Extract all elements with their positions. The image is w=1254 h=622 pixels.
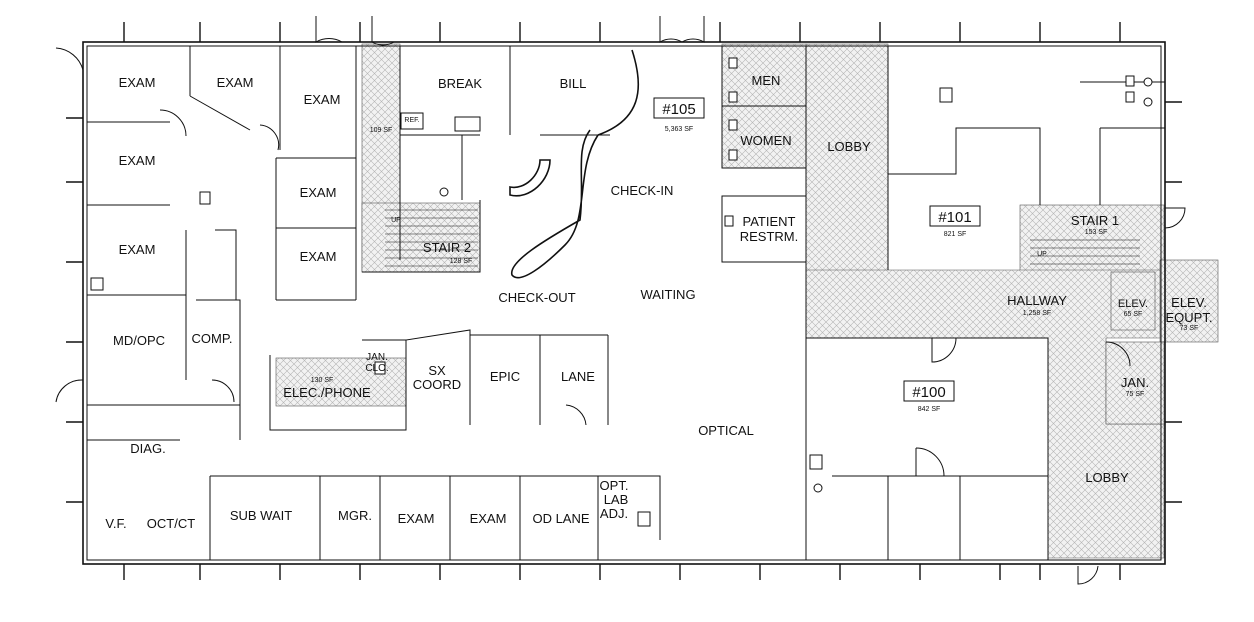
stair-treads — [385, 209, 1140, 267]
area-label-elev-equipt: 73 SF — [1180, 325, 1199, 332]
room-label-optical: OPTICAL — [698, 423, 754, 438]
room-label-patient: PATIENT — [743, 214, 796, 229]
room-label-check-in: CHECK-IN — [611, 183, 674, 198]
stair-up-mark: UP — [1037, 251, 1047, 258]
room-label-elev-equipt: ELEV. — [1171, 295, 1207, 310]
room-label-v-f: V.F. — [105, 516, 126, 531]
room-label-sub-wait: SUB WAIT — [230, 508, 292, 523]
area-label-elev: 65 SF — [1124, 311, 1143, 318]
room-label-men: MEN — [752, 73, 781, 88]
room-label-elec-phone: ELEC./PHONE — [283, 385, 371, 400]
room-label-sx-coord: SX — [428, 363, 446, 378]
room-label-stair-2: STAIR 2 — [423, 240, 471, 255]
stair-1-hatch — [1019, 204, 1165, 272]
room-label-exam: EXAM — [300, 249, 337, 264]
room-label-exam: EXAM — [300, 185, 337, 200]
room-label-jan-clo: JAN. — [366, 352, 388, 363]
room-label-hallway: HALLWAY — [1007, 293, 1067, 308]
room-label-lane: LANE — [561, 369, 595, 384]
area-label-stair-1: 153 SF — [1085, 229, 1108, 236]
stair-2-hatch — [361, 202, 481, 273]
room-label-jan: JAN. — [1121, 375, 1149, 390]
unit-105-label: #105 — [662, 101, 695, 118]
room-label-exam: EXAM — [217, 75, 254, 90]
room-label-exam: EXAM — [398, 511, 435, 526]
room-label-md-opc: MD/OPC — [113, 333, 165, 348]
area-label-stair-2: 128 SF — [450, 258, 473, 265]
room-label-elev: ELEV. — [1118, 298, 1148, 310]
room-label-epic: EPIC — [490, 369, 520, 384]
room-label-stair-1: STAIR 1 — [1071, 213, 1119, 228]
unit-105-area: 5,363 SF — [665, 126, 693, 133]
unit-tags: #105 5,363 SF #101 821 SF #100 842 SF — [653, 97, 981, 413]
area-label-hallway: 1,258 SF — [1023, 310, 1051, 317]
room-label-exam: EXAM — [119, 242, 156, 257]
room-label-check-out: CHECK-OUT — [498, 290, 575, 305]
stair-up-mark: UP — [391, 217, 401, 224]
jan-hatch — [1105, 341, 1165, 425]
lobby-top-hatch — [805, 43, 889, 273]
room-label-lobby: LOBBY — [1085, 470, 1129, 485]
room-label-women: WOMEN — [740, 133, 791, 148]
columns — [66, 22, 1182, 580]
room-label-waiting: WAITING — [640, 287, 695, 302]
room-label-opt-lab: OPT. — [600, 478, 629, 493]
fixtures — [90, 57, 1153, 527]
room-label-lobby: LOBBY — [827, 139, 871, 154]
room-label-jan-clo: CLO. — [365, 363, 388, 374]
area-label-elec-phone: 130 SF — [311, 377, 334, 384]
unit-101-area: 821 SF — [944, 231, 967, 238]
room-label-diag: DIAG. — [130, 441, 165, 456]
unit-101-label: #101 — [938, 209, 971, 226]
room-label-od-lane: OD LANE — [532, 511, 589, 526]
room-label-mgr: MGR. — [338, 508, 372, 523]
area-labels: 109 SF 128 SF 153 SF 1,258 SF 65 SF 73 S… — [311, 127, 1199, 398]
area-label-corridor: 109 SF — [370, 127, 393, 134]
room-label-comp: COMP. — [192, 331, 233, 346]
unit-100-area: 842 SF — [918, 406, 941, 413]
room-label-exam: EXAM — [470, 511, 507, 526]
room-label-exam: EXAM — [119, 75, 156, 90]
room-label-opt-lab: ADJ. — [600, 506, 628, 521]
exterior-walls — [82, 41, 1166, 565]
elev-equipt-hatch — [1159, 259, 1219, 343]
room-label-elev-equipt: EQUPT. — [1166, 310, 1213, 325]
room-label-exam: EXAM — [119, 153, 156, 168]
room-label-exam: EXAM — [304, 92, 341, 107]
room-labels: EXAM EXAM EXAM EXAM EXAM EXAM EXAM BREAK… — [105, 73, 1212, 531]
room-label-opt-lab: LAB — [604, 492, 629, 507]
room-label-bill: BILL — [560, 76, 587, 91]
elev-hatch — [1110, 271, 1156, 331]
room-label-oct-ct: OCT/CT — [147, 516, 195, 531]
room-label-break: BREAK — [438, 76, 482, 91]
room-label-sx-coord: COORD — [413, 377, 461, 392]
unit-100-label: #100 — [912, 384, 945, 401]
doors — [55, 16, 1186, 585]
room-label-ref: REF. — [404, 117, 419, 124]
room-label-restrm: RESTRM. — [740, 229, 799, 244]
interior-walls — [87, 46, 1165, 560]
area-label-jan: 75 SF — [1126, 391, 1145, 398]
